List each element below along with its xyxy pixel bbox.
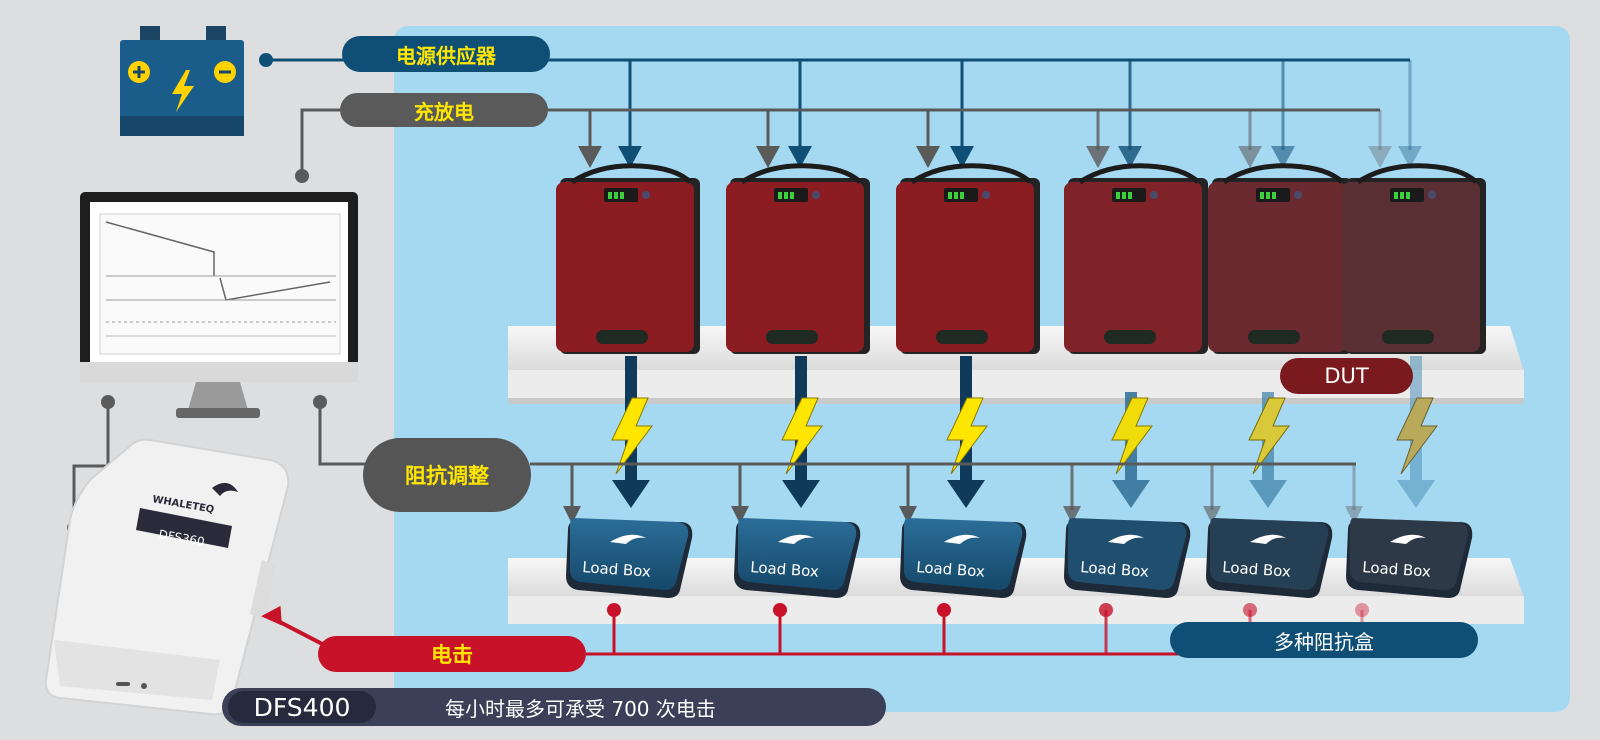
monitor-device-connector: [72, 402, 368, 528]
model-description: 每小时最多可承受 700 次电击: [445, 696, 716, 721]
shock-label: 电击: [318, 636, 586, 672]
load-box-icon: Load Box: [1064, 518, 1191, 598]
shock-to-device-arrow: [261, 605, 331, 650]
load-box-label: Load Box: [1080, 558, 1150, 581]
lightning-icon: [781, 397, 823, 475]
lightning-icon: [946, 397, 988, 475]
dut-battery-icon: [556, 163, 700, 354]
model-badge: DFS400: [228, 691, 376, 723]
connector-dot: [313, 395, 327, 409]
device-icon: WHALETEQ DFS360: [44, 438, 290, 716]
dut-label: DUT: [1280, 358, 1413, 394]
charge-connector-dot: [295, 169, 309, 183]
load-box-icon: Load Box: [734, 518, 861, 598]
load-box-label: Load Box: [1222, 558, 1292, 581]
dut-battery-icon: [1208, 163, 1352, 354]
load-box-label: Load Box: [916, 558, 986, 581]
shock-connector-dots: [607, 603, 1369, 617]
load-box-label: Load Box: [750, 558, 820, 581]
dut-battery-icon: [726, 163, 870, 354]
power-connector-dot: [259, 53, 273, 67]
battery-icon: [120, 26, 244, 136]
load-box-label: Load Box: [582, 558, 652, 581]
dut-battery-icon: [896, 163, 1040, 354]
lightning-icon: [1111, 397, 1153, 475]
connector-dot: [101, 395, 115, 409]
monitor-icon: [80, 192, 358, 418]
dut-battery-icon: [1064, 163, 1208, 354]
impedance-arrows: [563, 506, 1363, 524]
load-box-label: Load Box: [1362, 558, 1432, 581]
charge-discharge-line: [300, 108, 1382, 176]
charge-arrows: [578, 146, 1392, 168]
lightning-icon: [1396, 397, 1438, 475]
whale-logo-icon: [212, 482, 238, 496]
impedance-adjust-label: 阻抗调整: [363, 438, 531, 512]
multi-impedance-label: 多种阻抗盒: [1170, 622, 1478, 658]
load-box-icon: Load Box: [900, 518, 1027, 598]
load-box-icon: Load Box: [1346, 518, 1473, 598]
lightning-icon: [1248, 397, 1290, 475]
dut-battery-icon: [1342, 163, 1486, 354]
impedance-line: [530, 462, 1356, 510]
power-arrows: [618, 146, 1422, 168]
charge-discharge-label: 充放电: [340, 93, 548, 127]
power-supply-label: 电源供应器: [342, 36, 550, 72]
load-box-icon: Load Box: [1206, 518, 1333, 598]
load-box-icon: Load Box: [566, 518, 693, 598]
power-supply-line: [266, 58, 1412, 150]
lightning-icon: [611, 397, 653, 475]
